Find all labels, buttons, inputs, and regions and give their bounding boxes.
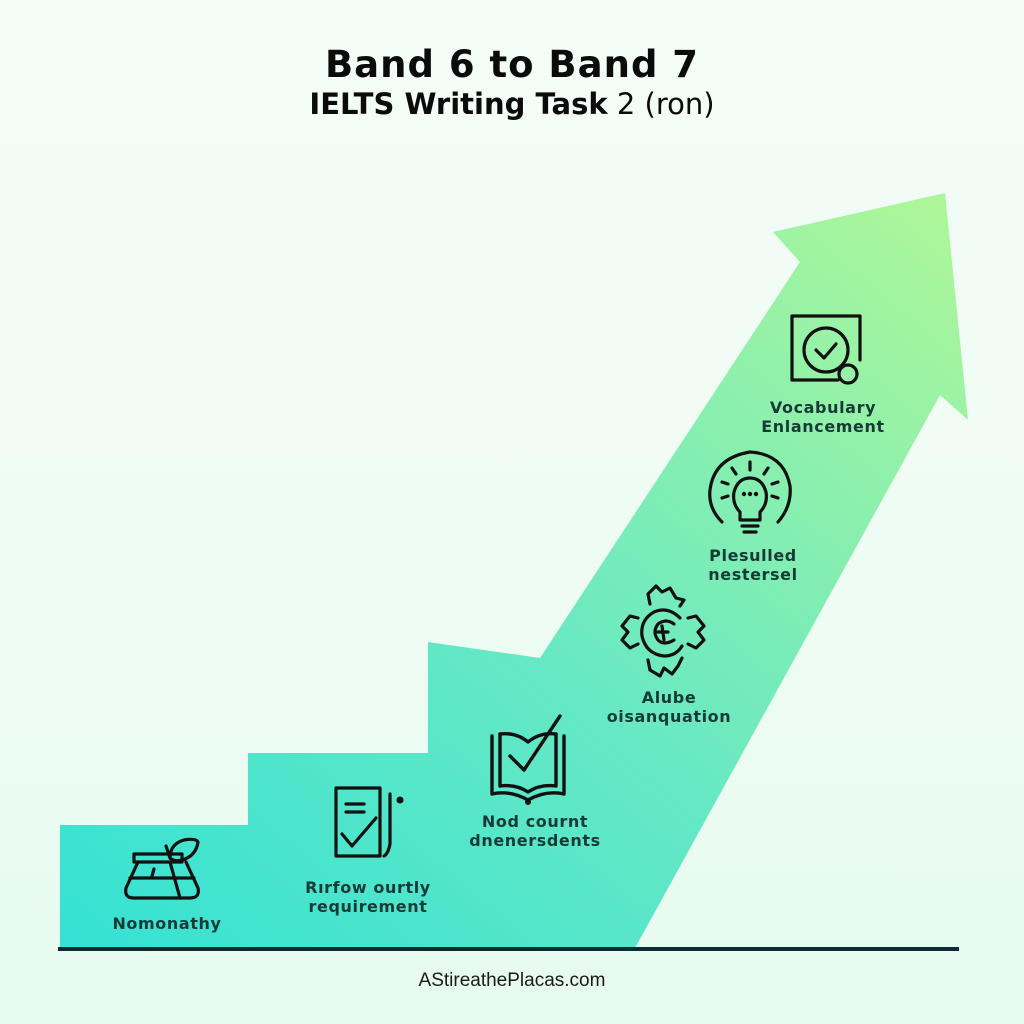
title-block: Band 6 to Band 7 IELTS Writing Task 2 (r… — [0, 44, 1024, 122]
step-label-1-line1: Nomonathy — [112, 914, 222, 933]
book-check-icon — [490, 714, 566, 805]
footer-website: AStireathePlacas.com — [418, 970, 606, 991]
step-label-4-line1: Alube — [641, 688, 697, 707]
step-label-1: Nomonathy — [82, 914, 252, 933]
title-line-2-rest: 2 (ron) — [607, 87, 715, 121]
lightbulb-icon — [708, 450, 792, 534]
title-line-1: Band 6 to Band 7 — [324, 43, 700, 86]
staircase-arrow-body — [60, 193, 968, 948]
search-check-icon — [790, 314, 862, 385]
step-label-2-line1: Rırfow ourtly — [305, 878, 431, 897]
step-label-5: Plesulled nestersel — [668, 546, 838, 584]
step-label-6: Vocabulary Enlancement — [738, 398, 908, 436]
step-label-3-line2: dnenersdents — [469, 831, 601, 850]
step-label-2-line2: requirement — [308, 897, 428, 916]
step-label-5-line1: Plesulled — [709, 546, 797, 565]
step-label-4: Alube oisanquation — [584, 688, 754, 726]
step-label-6-line1: Vocabulary — [769, 398, 877, 417]
step-label-2: Rırfow ourtly requirement — [278, 878, 458, 916]
step-label-5-line2: nestersel — [708, 565, 798, 584]
gear-icon — [620, 584, 706, 678]
step-label-3: Nod cournt dnenersdents — [440, 812, 630, 850]
step-label-3-line1: Nod cournt — [481, 812, 589, 831]
step-label-4-line2: oisanquation — [606, 707, 732, 726]
title-line-2: IELTS Writing Task 2 (ron) — [0, 86, 1024, 122]
step-label-6-line2: Enlancement — [761, 417, 885, 436]
title-line-2-bold: IELTS Writing Task — [309, 87, 608, 121]
document-check-icon — [334, 786, 404, 858]
cauldron-leaf-icon — [124, 837, 200, 900]
